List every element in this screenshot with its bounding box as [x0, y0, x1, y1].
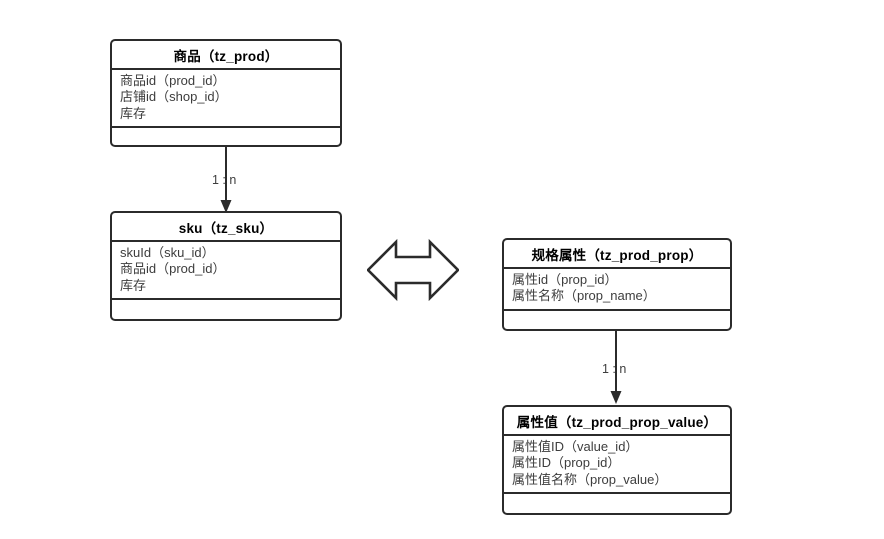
entity-field: 库存	[120, 277, 147, 293]
entity-field: 属性名称（prop_name）	[512, 288, 656, 304]
entity-fields-tz-prod-prop: 属性id（prop_id） 属性名称（prop_name）	[504, 269, 730, 311]
cardinality-label-prop-to-prop-value: 1 : n	[602, 362, 627, 376]
entity-footer-tz-sku	[112, 300, 340, 322]
double-arrow-icon	[367, 234, 459, 306]
entity-title-tz-prod-prop: 规格属性（tz_prod_prop）	[504, 240, 730, 269]
entity-tz-prod[interactable]: 商品（tz_prod） 商品id（prod_id） 店铺id（shop_id） …	[110, 39, 342, 147]
entity-field: 库存	[120, 105, 147, 121]
connector-prod-to-sku	[219, 146, 233, 214]
entity-field: skuId（sku_id）	[120, 245, 215, 260]
entity-field: 属性值名称（prop_value）	[512, 471, 668, 487]
entity-field: 属性id（prop_id）	[512, 272, 618, 287]
entity-fields-tz-prod: 商品id（prod_id） 店铺id（shop_id） 库存	[112, 70, 340, 129]
entity-field: 属性值ID（value_id）	[512, 439, 639, 454]
entity-field: 属性ID（prop_id）	[512, 455, 621, 471]
entity-fields-tz-sku: skuId（sku_id） 商品id（prod_id） 库存	[112, 242, 340, 301]
entity-fields-tz-prod-prop-value: 属性值ID（value_id） 属性ID（prop_id） 属性值名称（prop…	[504, 436, 730, 495]
entity-footer-tz-prod-prop	[504, 311, 730, 333]
entity-tz-prod-prop[interactable]: 规格属性（tz_prod_prop） 属性id（prop_id） 属性名称（pr…	[502, 238, 732, 331]
entity-footer-tz-prod-prop-value	[504, 494, 730, 516]
connector-prop-to-prop-value	[609, 331, 623, 405]
entity-title-tz-prod: 商品（tz_prod）	[112, 41, 340, 70]
entity-field: 商品id（prod_id）	[120, 261, 226, 277]
cardinality-label-prod-to-sku: 1 : n	[212, 173, 237, 187]
entity-title-tz-sku: sku（tz_sku）	[112, 213, 340, 242]
entity-tz-sku[interactable]: sku（tz_sku） skuId（sku_id） 商品id（prod_id） …	[110, 211, 342, 321]
entity-field: 商品id（prod_id）	[120, 73, 226, 88]
entity-tz-prod-prop-value[interactable]: 属性值（tz_prod_prop_value） 属性值ID（value_id） …	[502, 405, 732, 515]
entity-title-tz-prod-prop-value: 属性值（tz_prod_prop_value）	[504, 407, 730, 436]
entity-field: 店铺id（shop_id）	[120, 89, 228, 105]
